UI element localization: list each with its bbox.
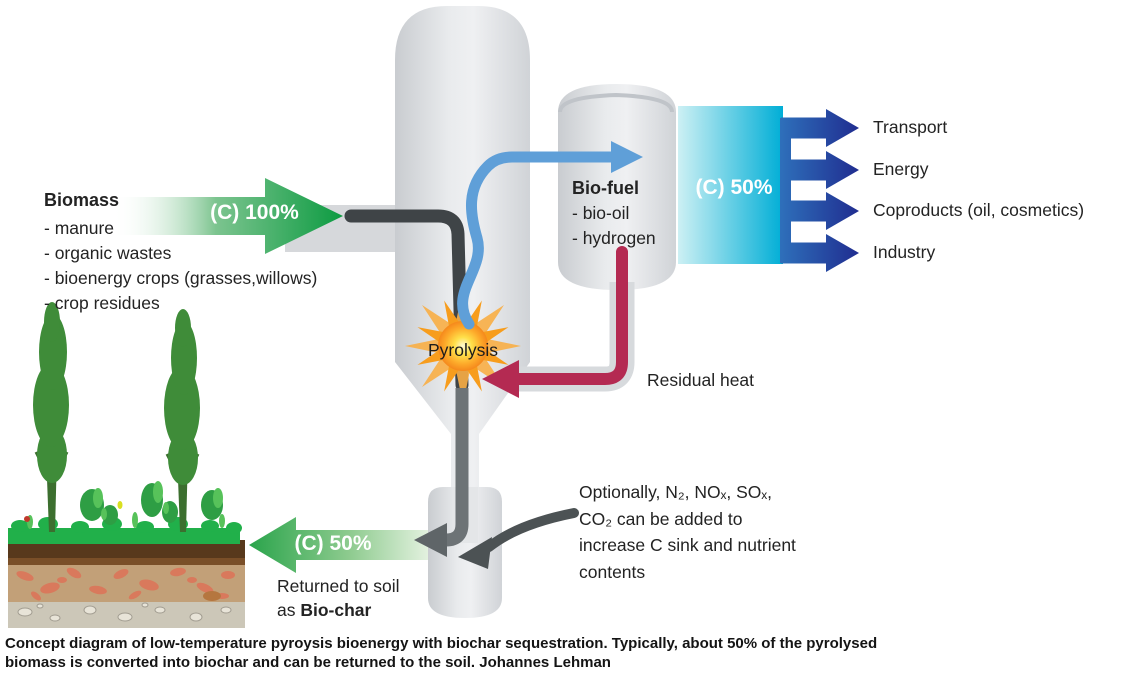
note-line: Optionally, N₂, NOₓ, SOₓ, — [579, 482, 773, 502]
biomass-list: - manure - organic wastes - bioenergy cr… — [44, 216, 317, 316]
carbon-flow-block — [678, 106, 783, 264]
biomass-item: - manure — [44, 218, 115, 238]
tree — [164, 309, 200, 532]
biochar-return-bold: Bio-char — [300, 600, 372, 620]
additives-arrow — [458, 508, 579, 569]
syngas-pipe — [457, 141, 643, 330]
biofuel-list: - bio-oil - hydrogen — [572, 201, 656, 251]
output-label-industry: Industry — [873, 242, 936, 262]
note-line: CO₂ can be added to — [579, 508, 743, 529]
biomass-item: - organic wastes — [44, 243, 172, 263]
additives-note: Optionally, N₂, NOₓ, SOₓ, CO₂ can be add… — [579, 479, 796, 585]
biomass-item: - bioenergy crops (grasses,willows) — [44, 268, 318, 288]
biofuel-item: - hydrogen — [572, 228, 656, 248]
biochar-pipe — [414, 388, 469, 557]
trees-and-soil-illustration — [8, 302, 245, 628]
input-carbon-label: (C) 100% — [210, 201, 299, 224]
pyrolysis-label: Pyrolysis — [427, 340, 498, 360]
biochar-return-arrow — [249, 517, 432, 573]
biomass-item: - crop residues — [44, 293, 160, 313]
output-label-energy: Energy — [873, 159, 929, 179]
output-label-coproducts: Coproducts (oil, cosmetics) — [873, 200, 1085, 220]
note-line: increase C sink and nutrient — [579, 535, 796, 555]
biofuel-vessel — [558, 84, 676, 290]
biomass-title: Biomass — [44, 190, 120, 210]
tree — [33, 302, 69, 532]
note-line: contents — [579, 561, 646, 582]
biochar-return-prefix: as — [277, 600, 296, 620]
biomass-input-arrow — [112, 178, 343, 254]
output-label-transport: Transport — [873, 117, 948, 137]
figure-caption: Concept diagram of low-temperature pyroy… — [5, 635, 878, 671]
biofuel-title: Bio-fuel — [572, 178, 639, 198]
soil-cross-section — [8, 540, 245, 628]
output-arrows — [780, 109, 859, 272]
biochar-return-line2: as Bio-char — [277, 600, 371, 622]
output-carbon-label: (C) 50% — [695, 176, 773, 199]
residual-heat-pipe — [482, 246, 635, 398]
biofuel-item: - bio-oil — [572, 203, 630, 223]
biochar-return-line1: Returned to soil — [277, 576, 400, 596]
biochar-carbon-label: (C) 50% — [294, 532, 372, 555]
feed-pipe — [344, 209, 469, 392]
residual-heat-label: Residual heat — [647, 370, 755, 390]
shrubs — [80, 481, 223, 525]
